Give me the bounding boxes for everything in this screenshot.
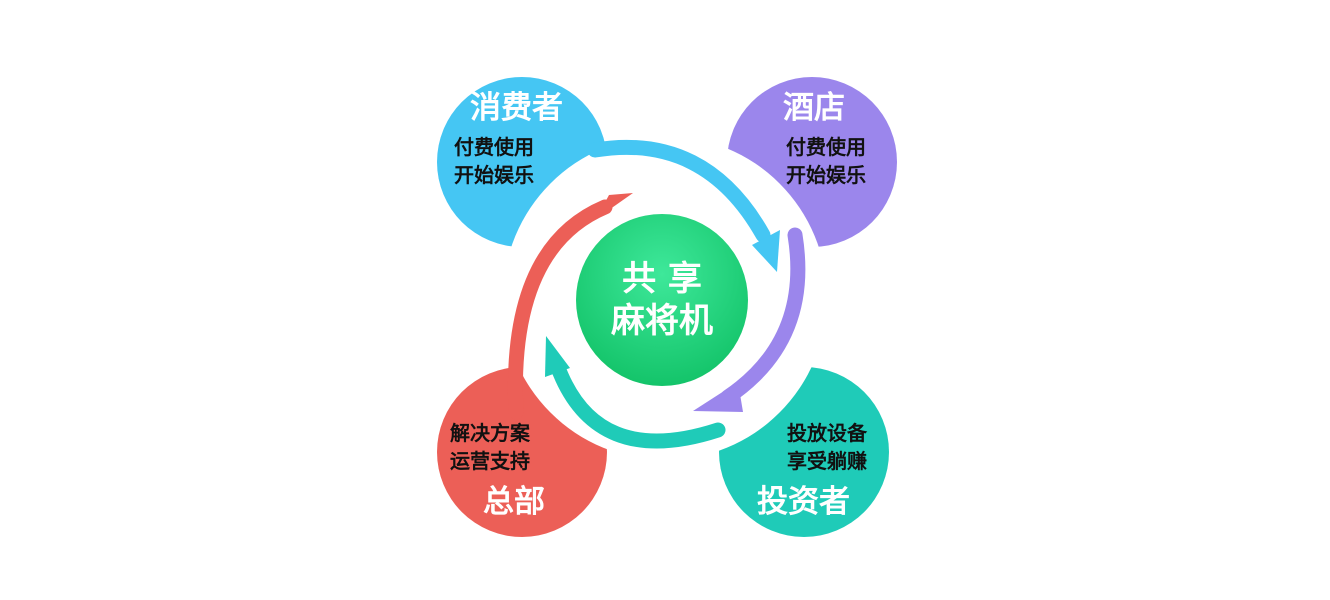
headquarters-desc-line2: 运营支持 xyxy=(450,449,530,473)
consumer-desc: 付费使用 开始娱乐 xyxy=(454,133,534,189)
center-label-line2: 麻将机 xyxy=(611,301,713,341)
hotel-desc: 付费使用 开始娱乐 xyxy=(786,133,866,189)
arrow-head-teal xyxy=(545,336,570,377)
consumer-title: 消费者 xyxy=(470,90,563,126)
investor-title: 投资者 xyxy=(757,484,850,520)
arrow-head-purple xyxy=(693,382,743,412)
center-circle xyxy=(576,214,748,386)
investor-desc-line1: 投放设备 xyxy=(787,421,867,445)
arrow-investor-to-headquarters xyxy=(549,357,726,449)
arrow-head-red xyxy=(596,193,633,219)
arrow-hotel-to-investor xyxy=(720,227,806,405)
headquarters-desc-line1: 解决方案 xyxy=(450,421,530,445)
center-label-line1: 共 享 xyxy=(622,259,702,299)
center-label: 共 享 麻将机 xyxy=(582,258,742,342)
headquarters-title: 总部 xyxy=(483,484,545,520)
arrow-headquarters-to-consumer xyxy=(507,199,613,420)
hotel-desc-line1: 付费使用 xyxy=(786,135,866,159)
hotel-desc-line2: 开始娱乐 xyxy=(786,163,866,187)
headquarters-desc: 解决方案 运营支持 xyxy=(450,419,530,475)
arrow-consumer-to-hotel xyxy=(587,139,771,243)
arrow-head-cyan xyxy=(752,230,780,272)
consumer-desc-line2: 开始娱乐 xyxy=(454,163,534,187)
consumer-desc-line1: 付费使用 xyxy=(454,135,534,159)
investor-desc: 投放设备 享受躺赚 xyxy=(787,419,867,475)
investor-desc-line2: 享受躺赚 xyxy=(787,449,867,473)
hotel-title: 酒店 xyxy=(783,90,845,126)
